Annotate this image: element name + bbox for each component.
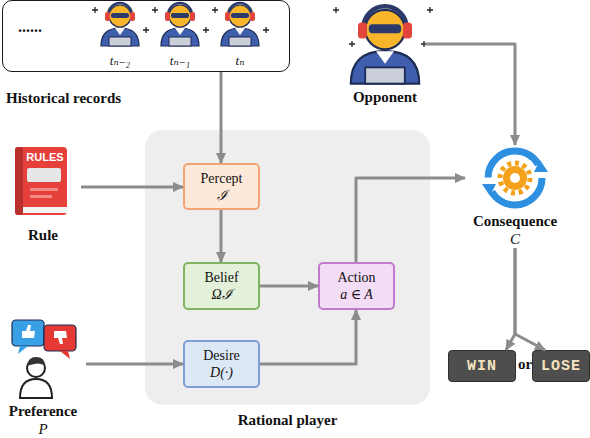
opponent-node: Opponent — [345, 0, 425, 106]
belief-box: BeliefΩℐ — [183, 262, 260, 310]
node-label: WIN — [467, 358, 497, 375]
preference-node: PreferenceP — [0, 315, 86, 438]
opponent-icon-part — [351, 6, 419, 83]
math-symbol: a ∈ A — [340, 286, 373, 303]
math-symbol: D(·) — [210, 364, 233, 381]
history-players-part — [263, 27, 269, 33]
math-symbol: Ωℐ — [211, 286, 231, 303]
flow-arrow — [425, 44, 515, 145]
time-step-label: tₙ — [220, 53, 260, 69]
consequence-icon-part — [503, 166, 527, 190]
flow-arrow — [220, 210, 223, 262]
flow-arrow — [356, 178, 465, 262]
preference-icon-part — [27, 357, 45, 366]
desire-box: DesireD(·) — [183, 340, 260, 388]
lose-box: LOSE — [532, 350, 590, 382]
flow-arrow — [515, 248, 545, 350]
history-players-part — [221, 3, 259, 46]
node-label: Percept — [201, 170, 243, 187]
flow-arrow — [220, 72, 223, 163]
preference-icon — [12, 320, 76, 398]
node-label: Historical records — [6, 89, 121, 107]
history-players-part — [161, 3, 199, 46]
preference-icon-part — [18, 346, 28, 354]
consequence-icon-part — [534, 160, 548, 172]
history-players-part — [203, 27, 209, 33]
consequence-icon — [482, 151, 548, 205]
flow-arrow — [81, 186, 183, 189]
time-step-label: tₙ₋₂ — [100, 53, 140, 69]
node-label: Rational player — [145, 411, 430, 429]
node-label: LOSE — [541, 358, 581, 375]
consequence-icon-part — [500, 163, 530, 193]
node-label: Opponent — [353, 88, 417, 106]
percept-box: Perceptℐ — [183, 163, 260, 210]
opponent-icon-part — [421, 41, 427, 47]
math-symbol: C — [510, 230, 520, 248]
node-label: Belief — [204, 269, 238, 286]
rule-book-icon-part — [15, 147, 23, 215]
flow-arrow — [506, 248, 515, 350]
preference-icon-part — [20, 379, 52, 398]
rule-book-icon-part — [30, 195, 52, 198]
node-label: Preference — [9, 402, 78, 420]
opponent-icon-part — [333, 7, 339, 13]
node-label: Consequence — [473, 212, 557, 230]
history-players-part — [212, 7, 218, 13]
opponent-icon-part — [349, 41, 355, 47]
rule-book-icon-part — [23, 207, 67, 213]
ellipsis-mark: ...... — [18, 18, 58, 36]
action-box: Actiona ∈ A — [318, 262, 395, 310]
history-players-part — [92, 7, 98, 13]
flow-arrow — [86, 363, 183, 366]
win-box: WIN — [448, 350, 516, 382]
history-players-part — [143, 27, 149, 33]
rational-player-band: Rational playerPerceptℐBeliefΩℐDesireD(·… — [145, 130, 430, 405]
consequence-icon-part — [510, 173, 520, 183]
history-players-part — [152, 7, 158, 13]
preference-icon-part — [12, 320, 44, 346]
opponent-icon-part — [427, 7, 433, 13]
preference-icon-part — [44, 325, 76, 351]
book-title: RULES — [19, 151, 71, 163]
math-symbol: P — [38, 420, 47, 438]
node-label: Action — [337, 269, 375, 286]
consequence-node: ConsequenceC — [465, 145, 565, 248]
preference-icon-part — [22, 325, 35, 338]
rule-book-icon-part — [27, 168, 61, 182]
history-frame: Historical records — [2, 0, 290, 72]
node-label: Desire — [203, 347, 240, 364]
time-step-label: tₙ₋₁ — [160, 53, 200, 69]
node-label: Rule — [28, 226, 58, 244]
history-players-part — [101, 3, 139, 46]
flow-arrow — [260, 285, 318, 288]
preference-icon-part — [60, 351, 70, 359]
history-players — [92, 3, 269, 46]
connector-word: or — [514, 356, 536, 373]
opponent-icon — [333, 6, 433, 83]
flow-arrow — [260, 310, 356, 364]
consequence-icon-part — [488, 151, 542, 205]
preference-icon-part — [54, 331, 67, 344]
math-symbol: ℐ — [217, 187, 227, 204]
rule-book-icon-part — [30, 188, 58, 191]
consequence-icon-part — [482, 184, 496, 196]
